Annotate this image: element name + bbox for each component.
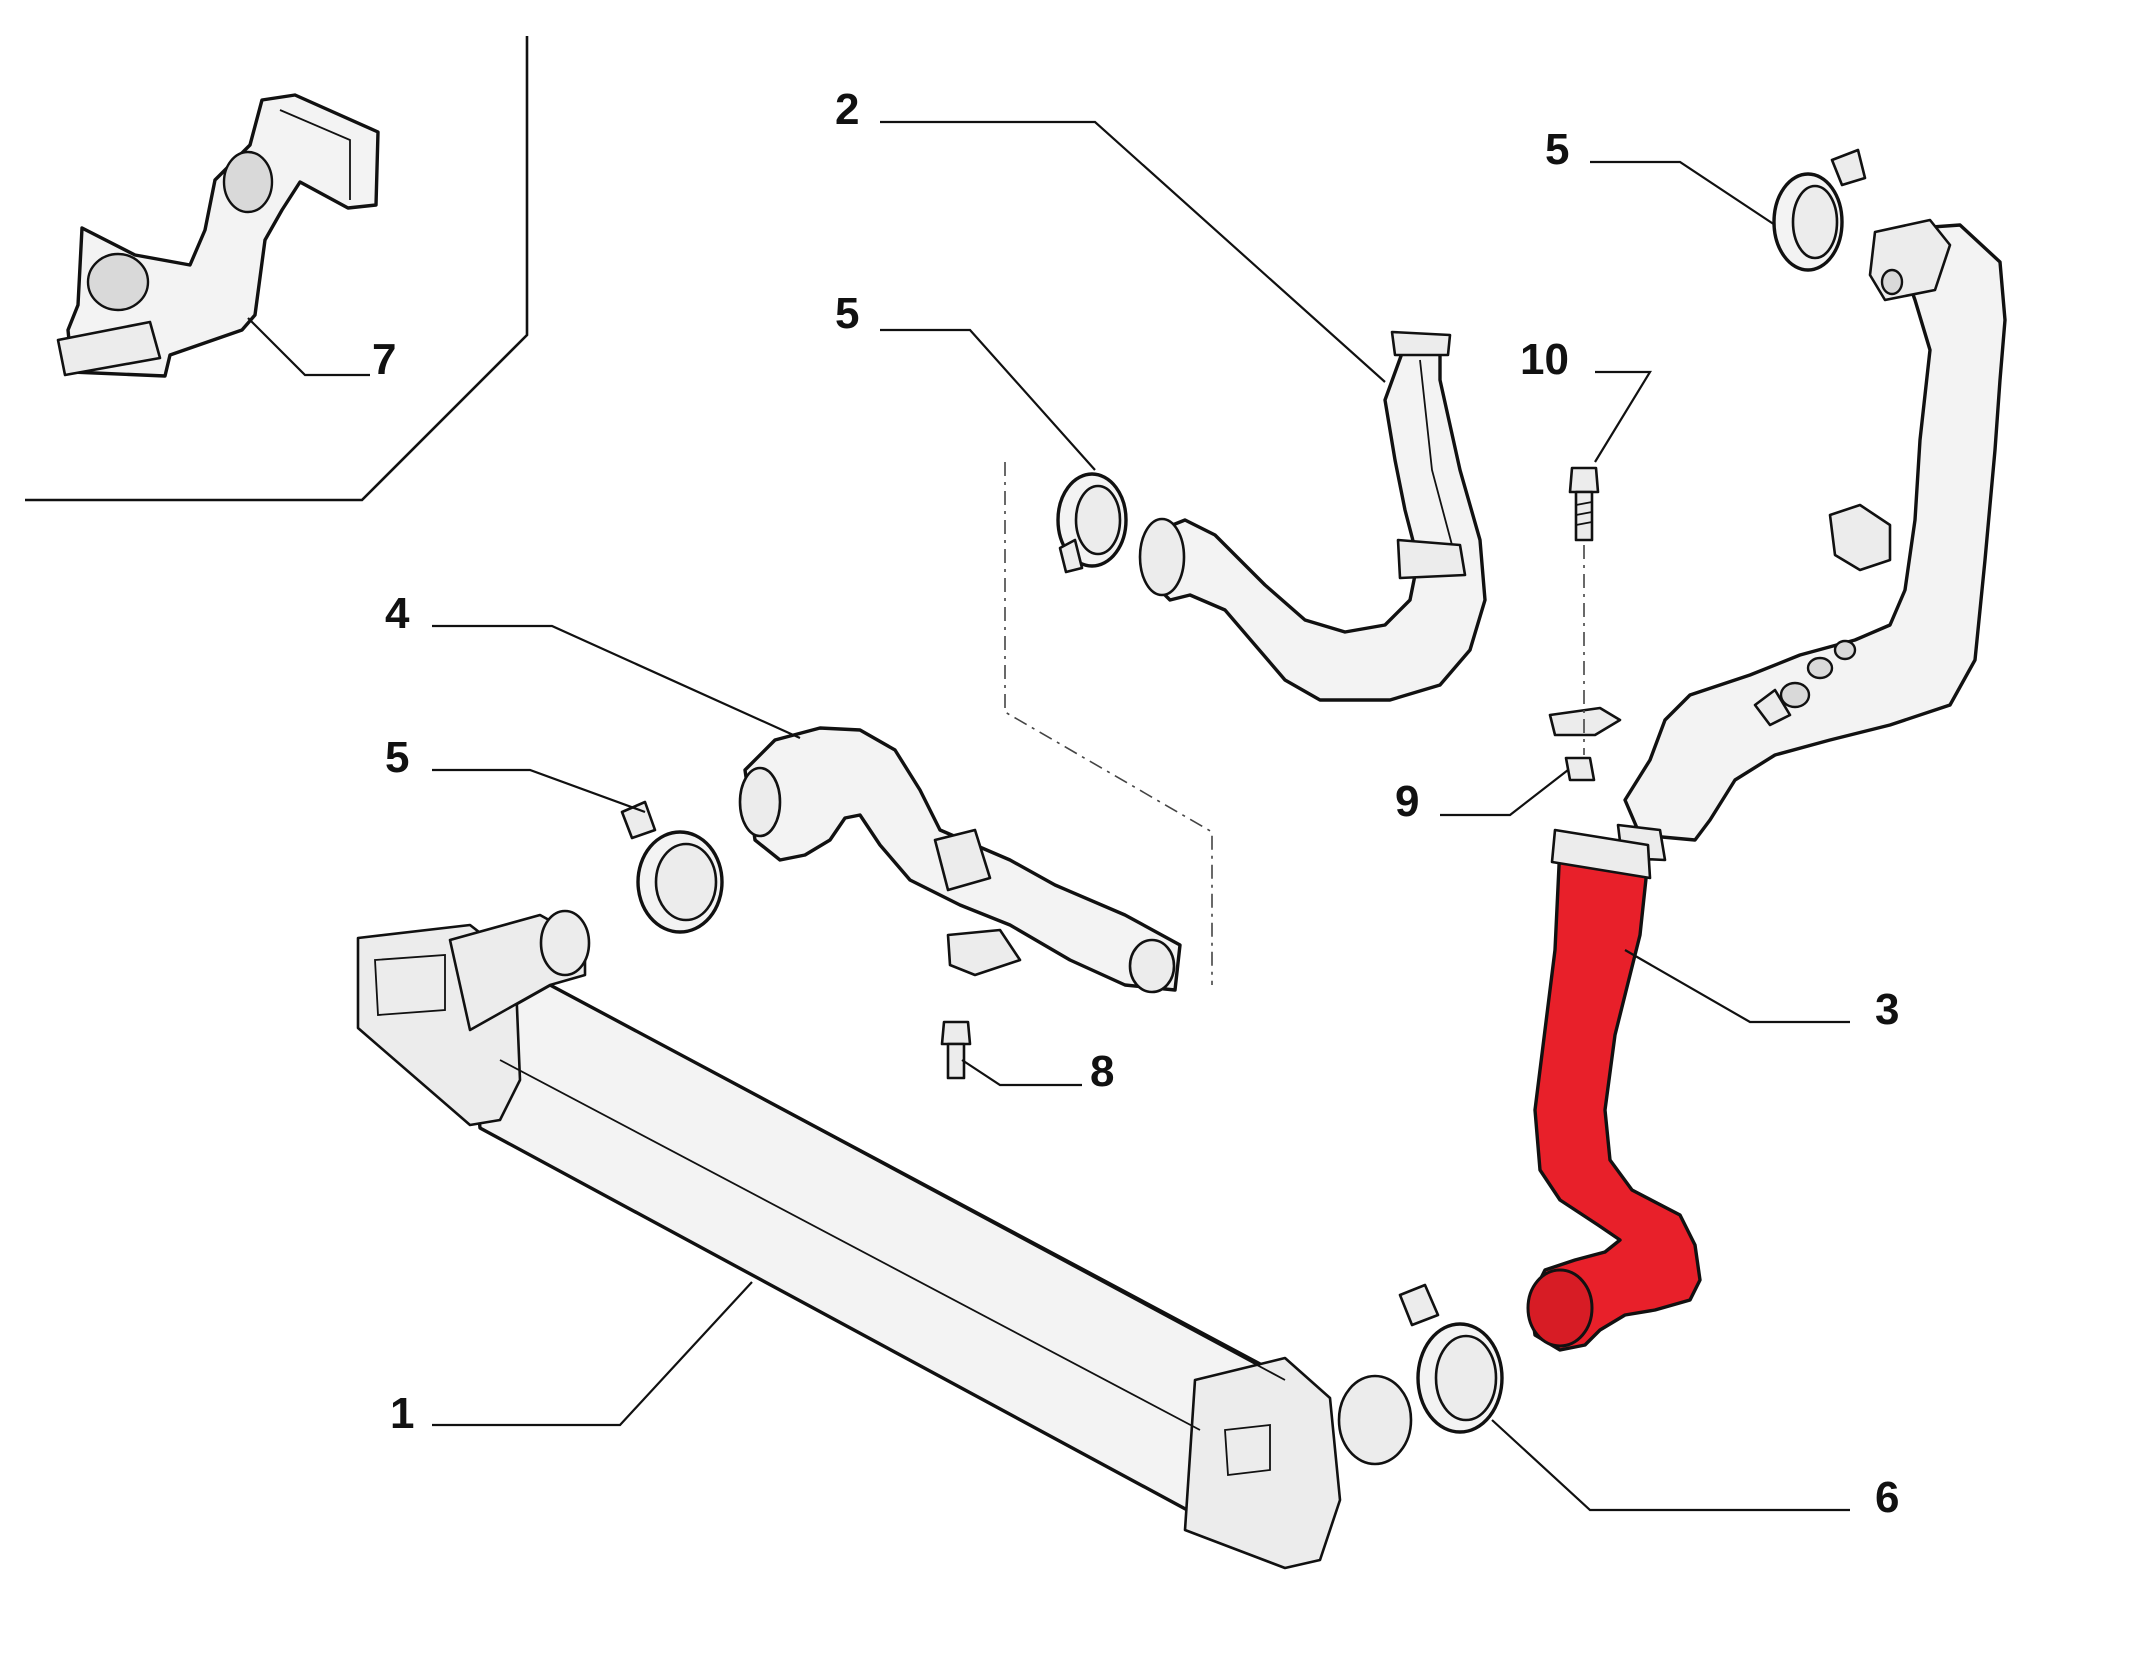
leader-4 [432,624,801,740]
callout-3: 3 [1875,985,1900,1034]
inset-frame [25,36,529,502]
callout-7: 7 [372,335,397,384]
leader-2 [880,120,1386,383]
part-3-upper-pipe[interactable] [1616,218,2007,862]
leader-3 [1624,949,1850,1024]
part-2-hose[interactable] [1138,330,1487,702]
part-5-clamp-b[interactable] [1772,148,1867,272]
callout-8: 8 [1090,1047,1115,1096]
callout-4: 4 [385,589,410,638]
leader-5c [432,768,646,814]
part-6-clamp[interactable] [1398,1283,1504,1434]
leader-7 [247,317,370,377]
part-5-clamp-c[interactable] [620,800,724,934]
callout-2: 2 [835,85,860,134]
callout-10: 10 [1520,335,1569,384]
part-9-nut[interactable] [1548,545,1622,782]
part-3-hose-highlight[interactable] [1526,828,1702,1352]
callout-6: 6 [1875,1473,1900,1522]
leader-5a [880,328,1096,471]
dash-dot-guide [1004,462,1213,985]
leader-5b [1590,160,1776,226]
part-5-clamp-a[interactable] [1056,472,1128,574]
leader-1 [432,1281,753,1427]
callout-9: 9 [1395,777,1420,826]
callout-5a: 5 [835,289,860,338]
part-4-pipe[interactable] [738,726,1182,994]
leader-8 [961,1059,1082,1087]
callout-1: 1 [390,1389,415,1438]
part-1-intercooler[interactable] [356,909,1413,1570]
part-8-bolt[interactable] [940,1020,972,1080]
part-7-bracket[interactable] [56,93,380,378]
leader-10 [1594,370,1652,463]
callout-5b: 5 [1545,125,1570,174]
part-10-bolt[interactable] [1568,466,1600,542]
callout-5c: 5 [385,733,410,782]
leader-9 [1440,769,1569,817]
leader-6 [1491,1419,1850,1512]
leader-lines [247,120,1850,1512]
